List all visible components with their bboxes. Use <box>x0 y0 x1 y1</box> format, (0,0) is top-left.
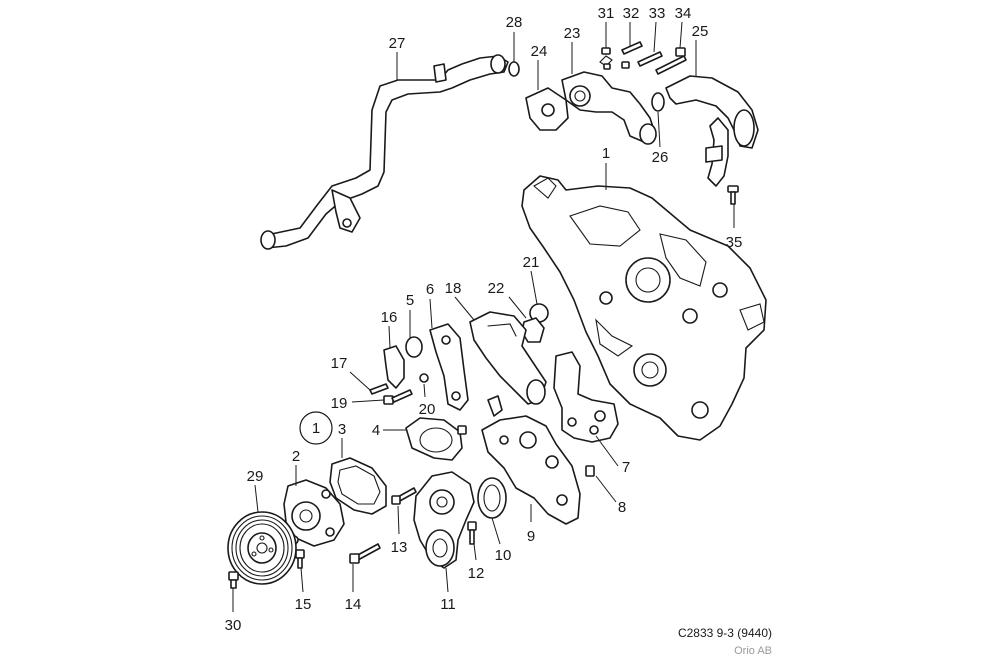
bolt-15 <box>295 549 305 569</box>
callout-34: 34 <box>675 5 692 22</box>
coolant-hose-25 <box>665 75 759 187</box>
o-ring-28 <box>508 61 520 77</box>
fasteners-31-34 <box>601 41 687 75</box>
dowel-8 <box>585 465 595 477</box>
timing-cover-1 <box>521 175 767 441</box>
callout-14: 14 <box>345 596 362 613</box>
callout-13: 13 <box>391 539 408 556</box>
water-pump-2 <box>283 479 345 547</box>
copyright-notice: Orio AB <box>734 645 772 657</box>
bracket-7 <box>553 351 619 443</box>
coolant-elbow-18 <box>469 311 547 405</box>
gasket-4 <box>405 417 463 461</box>
callout-35: 35 <box>726 234 743 251</box>
bracket-16 <box>383 345 405 389</box>
bolt-12 <box>467 521 477 545</box>
coolant-pipe-27 <box>260 54 509 250</box>
bracket-6 <box>429 323 469 411</box>
callout-6: 6 <box>426 281 434 298</box>
figure-reference-code: C2833 9-3 (9440) <box>677 626 772 640</box>
callout-1: 1 <box>602 145 610 162</box>
callout-1-circled: 1 <box>312 420 320 437</box>
callout-30: 30 <box>225 617 242 634</box>
callout-9: 9 <box>527 528 535 545</box>
callout-33: 33 <box>649 5 666 22</box>
gasket-3 <box>329 457 387 515</box>
callout-25: 25 <box>692 23 709 40</box>
callout-labels: 1 1 2 3 4 5 6 7 8 9 10 11 12 13 14 15 16… <box>225 5 743 634</box>
callout-24: 24 <box>531 43 548 60</box>
leader-lines <box>232 21 735 612</box>
o-ring-26 <box>651 92 665 112</box>
callout-11: 11 <box>440 596 456 613</box>
callout-27: 27 <box>389 35 406 52</box>
gasket-24 <box>525 87 569 131</box>
bolt-14 <box>349 543 381 564</box>
callout-18: 18 <box>445 280 462 297</box>
callout-16: 16 <box>381 309 398 326</box>
callout-2: 2 <box>292 448 300 465</box>
circled-callout-ring <box>299 411 333 445</box>
callout-15: 15 <box>295 596 312 613</box>
belt-tensioner-11 <box>413 471 475 569</box>
seal-10 <box>477 477 507 519</box>
callout-31: 31 <box>598 5 615 22</box>
callout-32: 32 <box>623 5 640 22</box>
callout-17: 17 <box>331 355 348 372</box>
callout-10: 10 <box>495 547 512 564</box>
callout-28: 28 <box>506 14 523 31</box>
callout-7: 7 <box>622 459 630 476</box>
callout-4: 4 <box>372 422 380 439</box>
gasket-plate-9 <box>481 415 581 525</box>
callout-5: 5 <box>406 292 414 309</box>
callout-8: 8 <box>618 499 626 516</box>
callout-21: 21 <box>523 254 540 271</box>
callout-26: 26 <box>652 149 669 166</box>
callout-19: 19 <box>331 395 348 412</box>
callout-23: 23 <box>564 25 581 42</box>
bolt-13 <box>391 487 417 505</box>
callout-22: 22 <box>488 280 505 297</box>
callout-3: 3 <box>338 421 346 438</box>
bolt-30 <box>228 571 239 589</box>
seal-5 <box>405 336 423 358</box>
pulley-29 <box>227 511 297 585</box>
callout-29: 29 <box>247 468 264 485</box>
callout-20: 20 <box>419 401 436 418</box>
bolt-35 <box>727 185 739 205</box>
callout-12: 12 <box>468 565 485 582</box>
